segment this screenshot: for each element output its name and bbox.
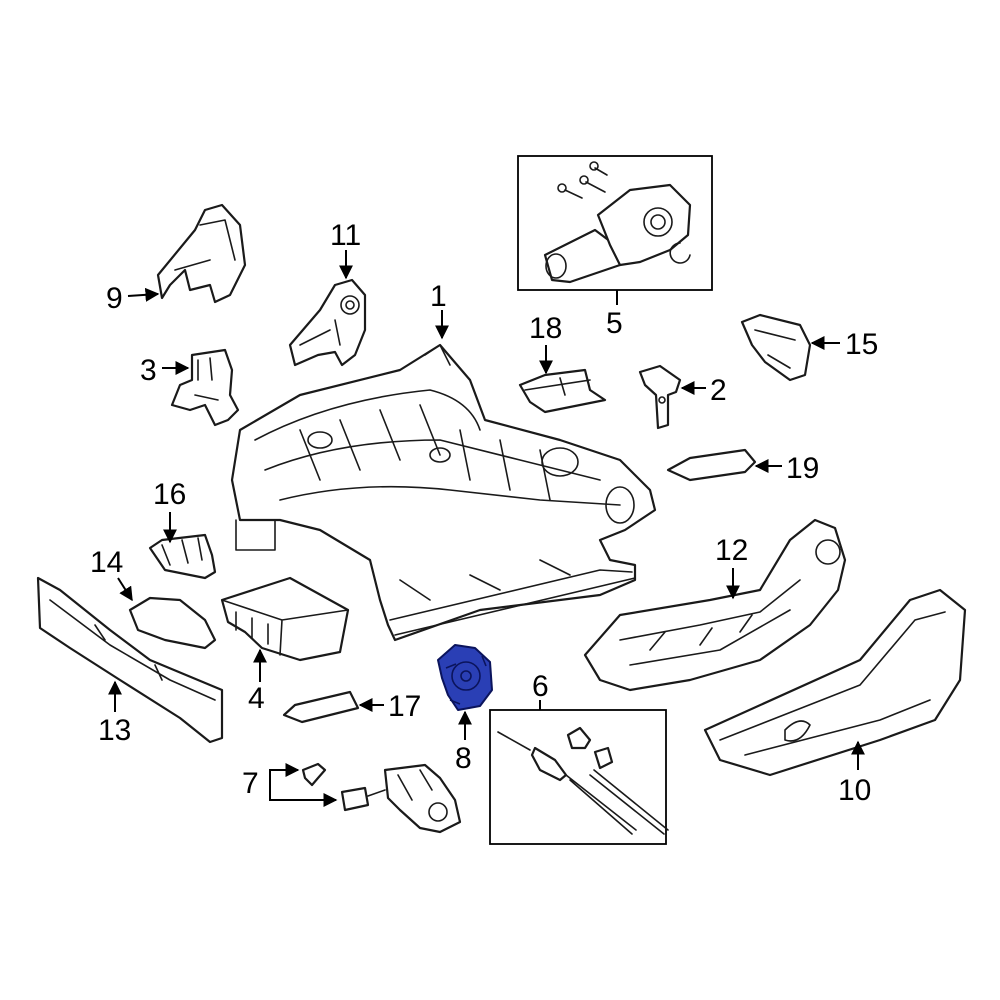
callout-13: 13 (98, 714, 131, 747)
part-9-cover[interactable] (156, 203, 247, 304)
callout-15: 15 (845, 328, 878, 361)
part-10-trim-panel[interactable] (703, 588, 967, 777)
callout-6: 6 (532, 670, 549, 703)
leader-lines (108, 250, 865, 807)
callout-5: 5 (606, 307, 623, 340)
part-1-seat-frame[interactable] (230, 343, 657, 642)
callout-labels: 1 2 3 4 5 6 7 8 9 10 11 12 13 14 15 16 1… (90, 219, 878, 807)
callout-18: 18 (529, 312, 562, 345)
part-17-pad[interactable] (282, 690, 360, 724)
part-2-bracket[interactable] (638, 364, 682, 430)
part-18-support[interactable] (518, 368, 607, 414)
callout-14: 14 (90, 546, 123, 579)
callout-10: 10 (838, 774, 871, 807)
callout-11: 11 (330, 219, 361, 252)
part-6-cable-kit[interactable] (489, 709, 669, 845)
part-14-end-cap[interactable] (128, 596, 217, 650)
part-16-cover[interactable] (148, 533, 217, 580)
callout-17: 17 (388, 690, 421, 723)
callout-2: 2 (710, 374, 727, 407)
part-19-guide[interactable] (666, 448, 757, 482)
part-15-latch[interactable] (740, 313, 812, 382)
part-11-hinge-bracket[interactable] (288, 278, 367, 367)
part-8-switch-highlighted[interactable] (437, 644, 493, 711)
callout-16: 16 (153, 478, 186, 511)
part-3-bracket[interactable] (170, 348, 240, 427)
part-7-motor-assembly[interactable] (301, 762, 462, 834)
part-5-motor[interactable] (517, 155, 713, 291)
callout-4: 4 (248, 682, 265, 715)
callout-7: 7 (242, 767, 259, 800)
callout-9: 9 (106, 282, 123, 315)
callout-1: 1 (430, 280, 447, 313)
part-13-side-trim[interactable] (36, 576, 224, 744)
callout-19: 19 (786, 452, 819, 485)
part-4-control-module[interactable] (220, 576, 350, 662)
callout-3: 3 (140, 354, 157, 387)
callout-8: 8 (455, 742, 472, 775)
callout-12: 12 (715, 534, 748, 567)
